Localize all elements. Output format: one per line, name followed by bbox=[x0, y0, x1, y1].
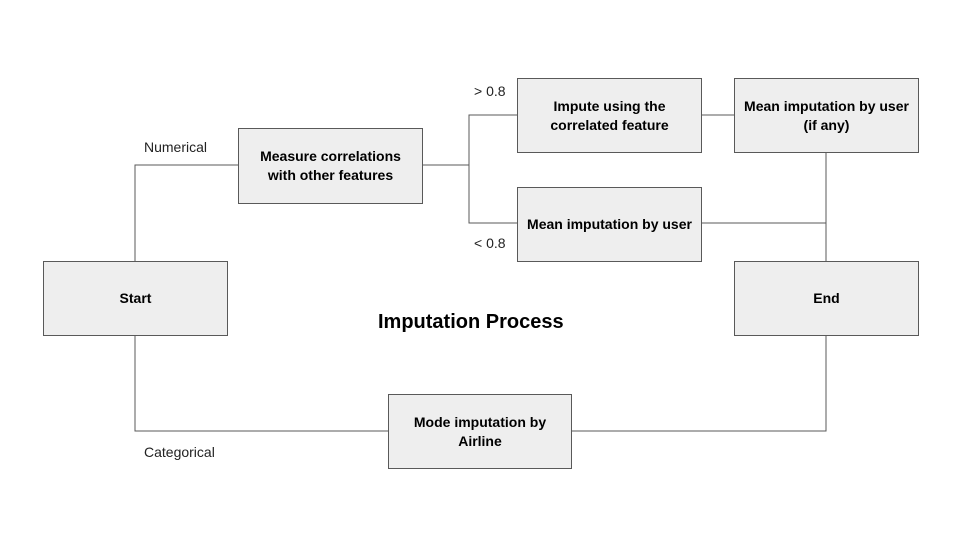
numerical-label: Numerical bbox=[144, 139, 208, 155]
edge-start-to-mode bbox=[134, 336, 388, 432]
less-than-threshold-label: < 0.8 bbox=[474, 235, 506, 251]
mean-imputation-user-node: Mean imputation by user bbox=[517, 187, 702, 262]
measure-correlations-label: Measure correlations with other features bbox=[260, 148, 401, 183]
edge-branch-to-mean-user bbox=[468, 165, 517, 224]
categorical-label: Categorical bbox=[144, 444, 215, 460]
start-node-label: Start bbox=[119, 290, 152, 306]
mode-imputation-label: Mode imputation by Airline bbox=[413, 413, 547, 449]
mode-imputation-node: Mode imputation by Airline bbox=[388, 394, 572, 469]
mean-imputation-user-label: Mean imputation by user bbox=[527, 216, 692, 232]
impute-correlated-node: Impute using the correlated feature bbox=[517, 78, 702, 153]
measure-correlations-node: Measure correlations with other features bbox=[238, 128, 423, 204]
impute-correlated-label: Impute using the correlated feature bbox=[550, 97, 669, 133]
diagram-title: Imputation Process bbox=[378, 311, 564, 333]
start-node: Start bbox=[43, 261, 228, 336]
edge-branch-to-impute bbox=[468, 114, 517, 165]
end-node-label: End bbox=[813, 290, 840, 306]
greater-than-threshold-label: > 0.8 bbox=[474, 83, 506, 99]
mean-imputation-if-any-label: Mean imputation by user (if any) bbox=[744, 97, 909, 133]
edge-mode-to-end bbox=[571, 336, 827, 432]
end-node: End bbox=[734, 261, 919, 336]
edge-start-to-measure bbox=[134, 164, 238, 261]
mean-imputation-if-any-node: Mean imputation by user (if any) bbox=[734, 78, 919, 153]
